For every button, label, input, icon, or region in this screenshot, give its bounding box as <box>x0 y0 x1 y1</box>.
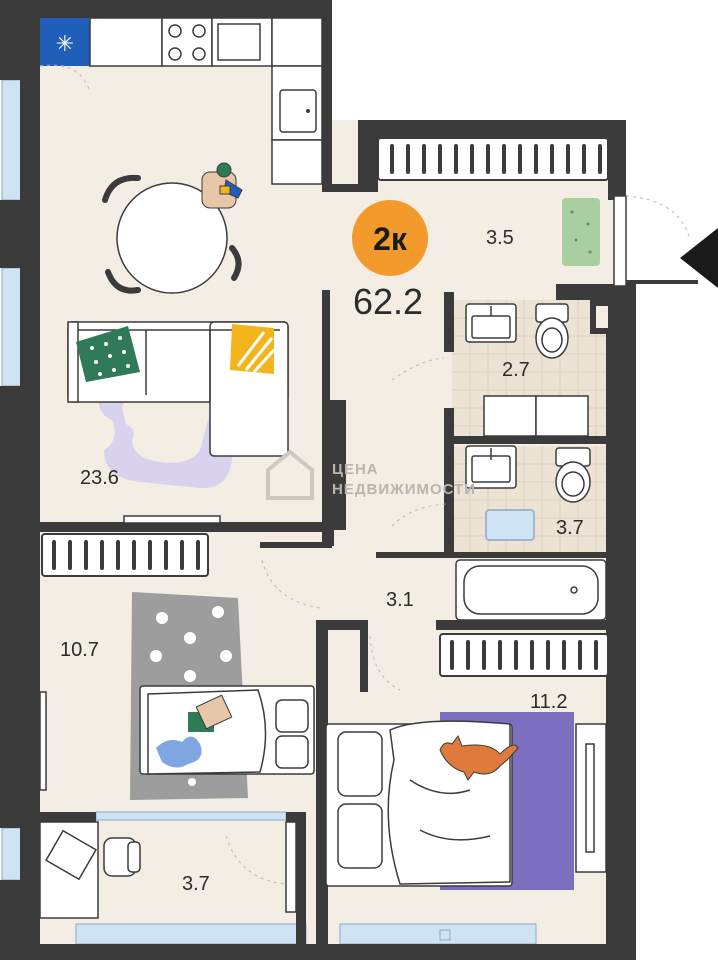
area-bath-2: 3.7 <box>556 517 584 539</box>
living-room <box>67 321 289 524</box>
total-area: 62.2 <box>353 281 423 322</box>
watermark-line-2: НЕДВИЖИМОСТИ <box>332 481 476 498</box>
toilet-1 <box>535 303 569 359</box>
bedroom-left <box>130 592 315 800</box>
bedroom-right <box>325 712 607 890</box>
area-bedroom-left: 10.7 <box>60 639 99 661</box>
entrance-arrow-icon <box>680 228 718 288</box>
book-tan <box>195 694 233 730</box>
watermark: ЦЕНА НЕДВИЖИМОСТИ <box>266 449 476 500</box>
radiators <box>41 137 609 677</box>
closet-left <box>39 691 47 791</box>
bed-double <box>325 720 513 887</box>
badge-text: 2к <box>373 221 408 257</box>
balcony-top <box>562 195 718 288</box>
area-bedroom-right: 11.2 <box>530 691 567 713</box>
walls <box>0 0 636 960</box>
windows <box>1 79 537 945</box>
watermark-line-1: ЦЕНА <box>332 461 379 478</box>
area-bath-1: 2.7 <box>502 359 530 381</box>
dining-set <box>102 162 243 294</box>
bath-mat <box>485 509 535 541</box>
laptop-icon <box>45 829 97 881</box>
radiator-top <box>377 137 609 181</box>
bathtub <box>455 559 607 621</box>
area-living: 23.6 <box>80 467 119 489</box>
oven <box>217 23 261 61</box>
bathroom-1-fixtures <box>465 303 589 437</box>
room-count-badge: 2к <box>352 200 428 276</box>
pillow-green <box>76 326 140 382</box>
wardrobe <box>575 723 607 873</box>
washer-1 <box>483 395 537 437</box>
pillow-yellow <box>230 324 276 374</box>
door-arcs <box>39 64 447 691</box>
stove <box>161 17 213 67</box>
tv <box>123 515 221 524</box>
radiator-left <box>41 533 209 577</box>
cat <box>439 734 519 781</box>
snowflake-icon: ✳ <box>56 32 74 57</box>
kitchen-sink <box>279 89 317 133</box>
plush-bunny <box>156 736 202 768</box>
radiator-right <box>439 633 609 677</box>
kitchen: ✳ <box>40 17 323 185</box>
bathroom-2-fixtures <box>455 445 607 621</box>
area-balcony-top: 3.5 <box>486 227 514 249</box>
toilet-2 <box>555 447 591 503</box>
fridge <box>40 18 90 66</box>
mat-green <box>562 198 600 266</box>
area-hall: 3.1 <box>386 589 414 611</box>
study-nook <box>39 821 297 919</box>
desk-chair <box>103 837 141 877</box>
washer-2 <box>535 395 589 437</box>
area-balcony-bottom: 3.7 <box>182 873 210 895</box>
